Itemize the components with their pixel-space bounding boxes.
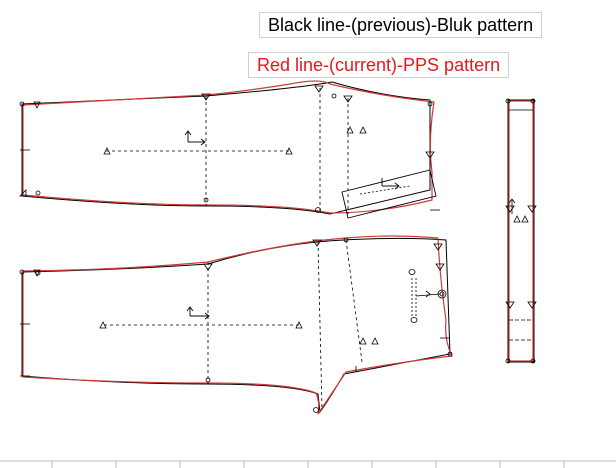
back-leg-notch-markers: [19, 85, 440, 213]
front-leg-hip-line: [317, 241, 323, 409]
front-leg-fly-line: [345, 239, 363, 363]
waistband-current-outline: [508, 100, 534, 362]
front-leg-notch-markers: [19, 237, 453, 413]
back-leg-previous-outline: [21, 81, 431, 215]
back-pocket-line: [359, 185, 411, 195]
waistband-pattern-piece: [505, 98, 537, 364]
waistband-previous-outline: [507, 99, 535, 363]
back-pocket-arrow: [381, 178, 400, 190]
back-leg-grain-arrow: [184, 130, 206, 146]
back-leg-current-outline: [22, 80, 435, 214]
front-leg-pattern-piece: [19, 235, 453, 415]
front-leg-previous-outline: [21, 237, 451, 414]
legend-previous-pattern: Black line-(previous)-Bluk pattern: [259, 12, 543, 38]
back-leg-pattern-piece: [19, 80, 440, 219]
front-fly-markers: [408, 269, 447, 323]
legend-current-pattern: Red line-(current)-PPS pattern: [248, 52, 510, 78]
bottom-ruler: [0, 460, 616, 468]
back-leg-triangle-markers: [103, 126, 367, 155]
front-leg-current-outline: [22, 235, 453, 415]
back-pocket-shape: [341, 169, 437, 219]
front-leg-triangle-markers: [99, 321, 379, 345]
front-leg-grain-arrow: [186, 306, 210, 320]
waistband-markers: [505, 98, 537, 364]
